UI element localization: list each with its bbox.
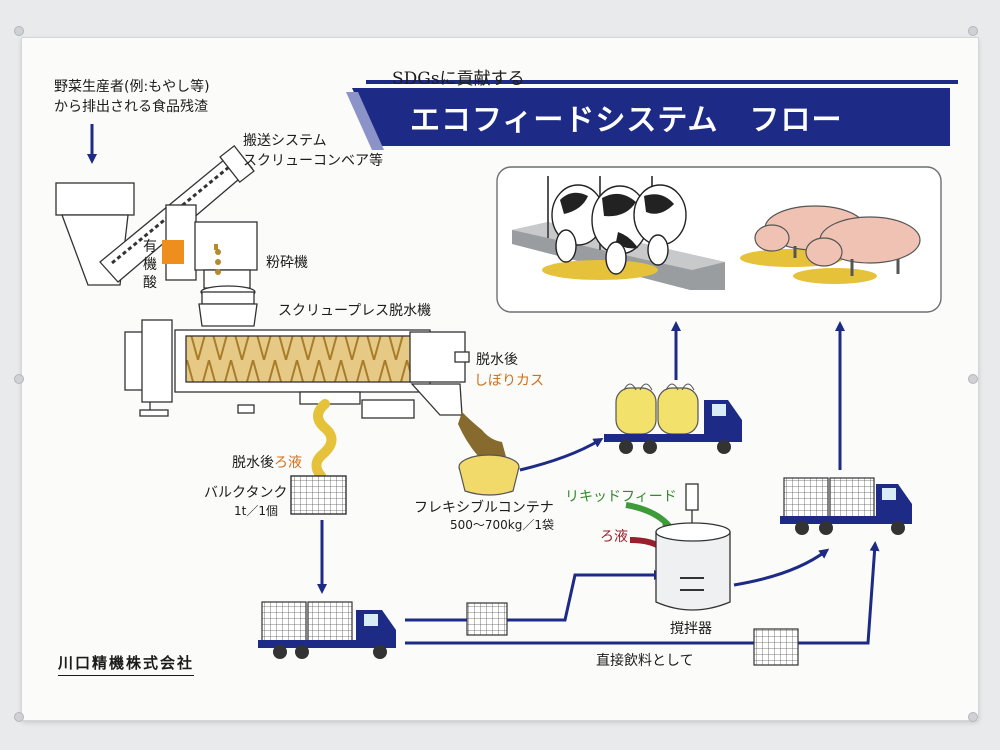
pin	[14, 712, 24, 722]
mixer-filtrate-label: ろ液	[600, 529, 628, 545]
bulk-tank-icon	[466, 602, 508, 636]
filtrate-label: 脱水後ろ液	[232, 455, 302, 471]
cake-label-line1: 脱水後	[476, 352, 518, 368]
pigs-illustration	[740, 205, 921, 284]
pin	[968, 712, 978, 722]
direct-feed-label: 直接飲料として	[596, 653, 694, 669]
screw-press-label: スクリュープレス脱水機	[278, 303, 432, 319]
pin	[14, 374, 24, 384]
flexible-container-spec: 500〜700kg／1袋	[450, 518, 555, 532]
filtrate-stream	[311, 399, 337, 481]
cake-label-line2: しぼりカス	[474, 373, 544, 389]
source-label-line1: 野菜生産者(例:もやし等)	[54, 79, 210, 95]
conveyor-label-line1: 搬送システム	[243, 133, 327, 149]
mixer-label: 撹拌器	[670, 621, 712, 637]
conveyor-label-line2: スクリューコンベア等	[243, 153, 383, 169]
arrow-direct-feed	[405, 541, 880, 645]
company-name: 川口精機株式会社	[58, 652, 195, 676]
organic-acid-tank	[162, 240, 184, 264]
bulk-tank-truck-2	[780, 477, 912, 535]
flexible-container-illustration	[458, 454, 520, 496]
title-banner	[346, 80, 958, 150]
flexible-container-label: フレキシブルコンテナ	[414, 500, 554, 516]
cows-illustration	[512, 176, 725, 290]
bulk-tank	[290, 475, 347, 515]
bulk-tank-label: バルクタンク	[204, 485, 288, 501]
bulk-tank-truck-1	[258, 601, 396, 659]
bulk-tank-spec: 1t／1個	[234, 504, 278, 518]
crusher-illustration	[194, 221, 258, 327]
mixer-illustration	[655, 483, 731, 611]
crusher-label: 粉砕機	[266, 255, 308, 271]
arrow-mixer-to-truck	[733, 548, 830, 587]
liquid-feed-label: リキッドフィード	[565, 489, 677, 505]
pin	[968, 26, 978, 36]
header-title: エコフィードシステム フロー	[410, 103, 843, 138]
header-subtitle: SDGsに貢献する	[392, 69, 525, 89]
arrow-container-to-truck	[519, 437, 604, 472]
bulk-tank-icon	[753, 628, 799, 666]
pin	[968, 374, 978, 384]
sludge-stream	[458, 412, 508, 465]
acid-label: 有機酸	[143, 239, 157, 291]
arrow-to-mixer	[405, 570, 664, 622]
pin	[14, 26, 24, 36]
screw-press-illustration	[124, 319, 470, 419]
source-label-line2: から排出される食品残渣	[54, 99, 208, 115]
flexible-container-truck	[604, 383, 742, 454]
